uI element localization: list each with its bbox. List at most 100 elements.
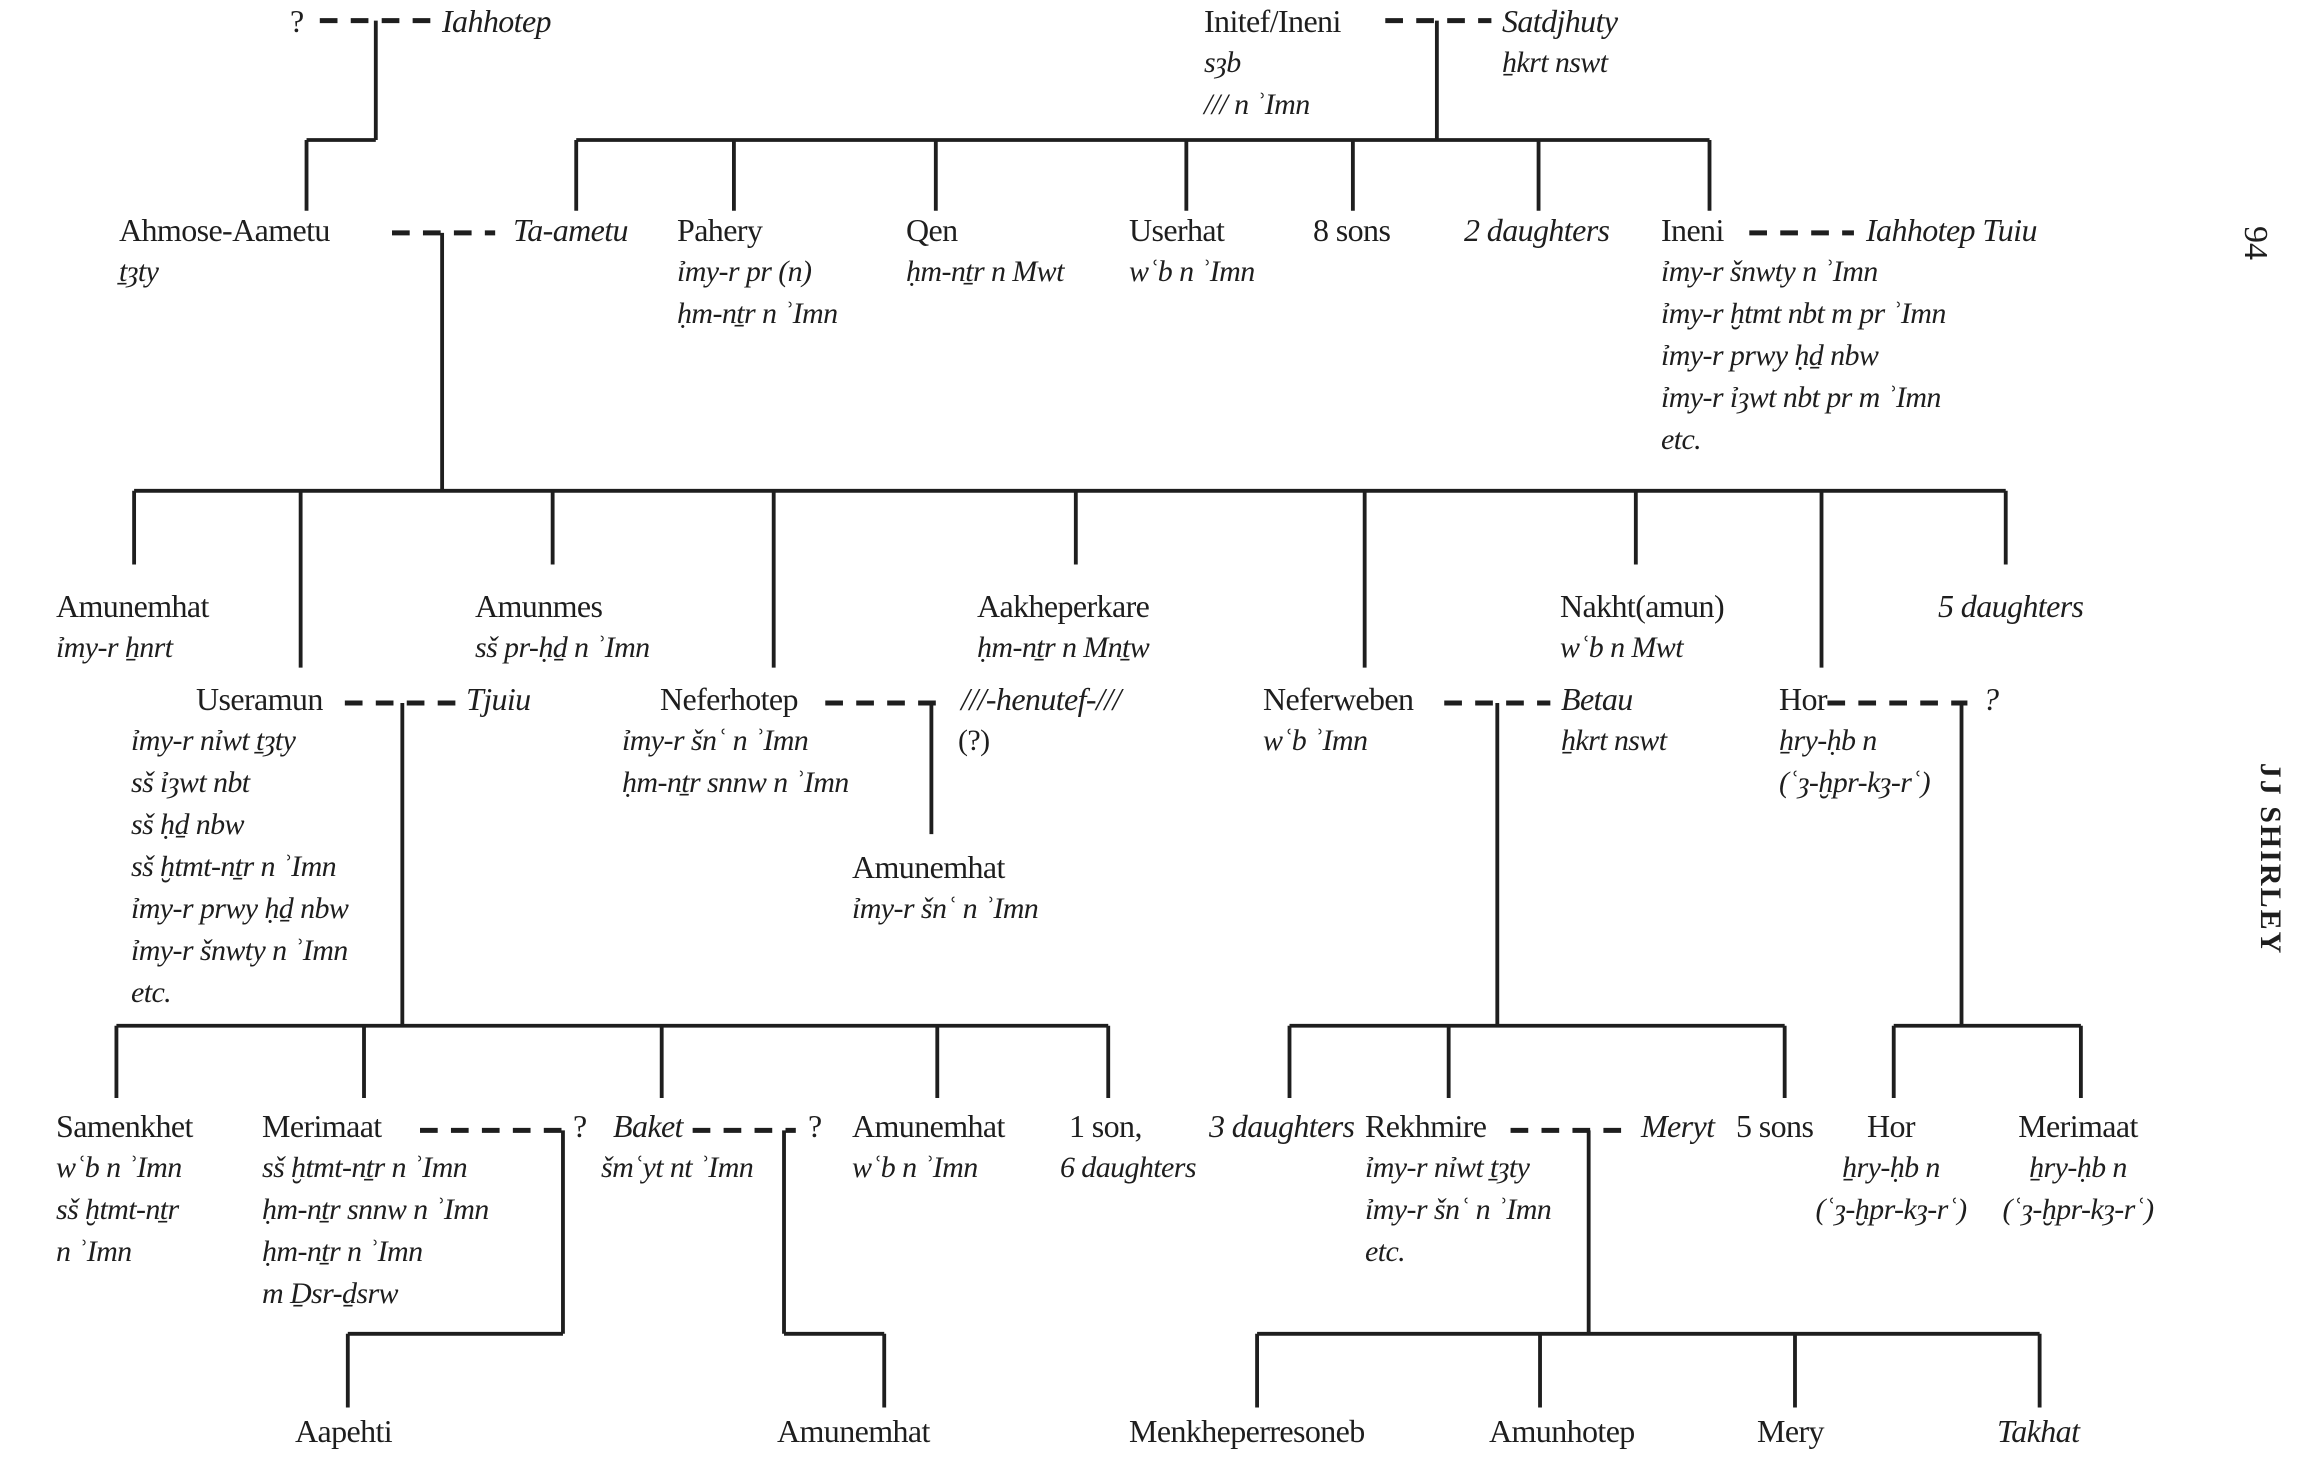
person-name: Neferweben [1263, 681, 1414, 717]
person-title: etc. [1661, 423, 1702, 456]
person-name: Hor [1779, 681, 1828, 717]
person-name: Amunemhat [852, 1108, 1005, 1144]
children-count: 1 son,6 daughters [1060, 1105, 1197, 1189]
person-title: 6 daughters [1060, 1151, 1197, 1184]
person-nakht-amun: Nakht(amun) wʿb n Mwt [1560, 585, 1725, 669]
person-title: wʿb n ʾImn [56, 1151, 182, 1184]
person-aapehti: Aapehti [295, 1410, 393, 1452]
person-ahmose-aametu: Ahmose-Aametu ṯȝty [119, 209, 330, 293]
person-baket-spouse: ? [808, 1105, 822, 1147]
daughters-count: 3 daughters [1209, 1105, 1355, 1147]
person-title: wʿb n ʾImn [1129, 255, 1255, 288]
person-title: ẖkrt nswt [1561, 724, 1667, 757]
person-unknown-father: ? [290, 0, 304, 42]
person-title: wʿb ʾImn [1263, 724, 1368, 757]
person-title: (ʿȝ-ḫpr-kȝ-rʿ) [1815, 1193, 1967, 1226]
person-name: Betau [1561, 681, 1633, 717]
sons-count: 5 sons [1736, 1105, 1814, 1147]
person-title: sš ḫtmt-nṯr n ʾImn [131, 850, 337, 883]
person-title: ẖry-ḥb n [1842, 1151, 1940, 1184]
person-name: ? [290, 3, 304, 39]
person-title: ỉmy-r šnʿ n ʾImn [852, 892, 1039, 925]
person-title: ỉmy-r prwy ḥḏ nbw [1661, 339, 1879, 372]
person-title: ỉmy-r šnʿ n ʾImn [622, 724, 809, 757]
person-name: 2 daughters [1464, 212, 1610, 248]
person-name: Aapehti [295, 1413, 393, 1449]
person-title: etc. [1365, 1235, 1406, 1268]
person-title: ỉmy-r prwy ḥḏ nbw [131, 892, 349, 925]
person-name: Aakheperkare [977, 588, 1150, 624]
person-name: Hor [1867, 1108, 1916, 1144]
person-title: ḥm-nṯr n Mwt [906, 255, 1064, 288]
person-name: Ineni [1661, 212, 1724, 248]
person-title: ỉmy-r šnʿ n ʾImn [1365, 1193, 1552, 1226]
person-name: Amunemhat [852, 849, 1005, 885]
running-head: JJ SHIRLEY [2254, 762, 2287, 956]
person-iahhotep: Iahhotep [442, 0, 552, 42]
sons-count: 8 sons [1313, 209, 1391, 251]
person-title: sš ḫtmt-nṯr [56, 1193, 179, 1226]
person-title: sȝb [1204, 46, 1241, 79]
person-amunhotep: Amunhotep [1489, 1410, 1635, 1452]
person-name: 8 sons [1313, 212, 1391, 248]
person-name: ? [573, 1108, 587, 1144]
person-amunemhat-son: Amunemhat ỉmy-r šnʿ n ʾImn [852, 846, 1039, 930]
person-title: sš ḥḏ nbw [131, 808, 245, 841]
person-title: etc. [131, 976, 172, 1009]
person-title: /// n ʾImn [1204, 88, 1310, 121]
person-name: Merimaat [262, 1108, 382, 1144]
person-name: Menkheperresoneb [1129, 1413, 1365, 1449]
person-betau: Betau ẖkrt nswt [1561, 678, 1667, 762]
person-title: ỉmy-r nỉwt ṯȝty [131, 724, 296, 757]
person-neferweben: Neferweben wʿb ʾImn [1263, 678, 1414, 762]
person-name: Nakht(amun) [1560, 588, 1725, 624]
person-takhat: Takhat [1997, 1410, 2080, 1452]
person-name: Amunmes [475, 588, 603, 624]
person-name: Samenkhet [56, 1108, 193, 1144]
person-name: ///-henutef-/// [961, 681, 1121, 717]
person-menkheperresoneb: Menkheperresoneb [1129, 1410, 1365, 1452]
person-name: Ahmose-Aametu [119, 212, 330, 248]
daughters-count: 5 daughters [1938, 585, 2084, 627]
person-title: m Ḏsr-ḏsrw [262, 1277, 399, 1310]
person-title: ỉmy-r ḫtmt nbt m pr ʾImn [1661, 297, 1946, 330]
person-name: Iahhotep [442, 3, 552, 39]
person-name: Qen [906, 212, 958, 248]
person-title: sš ỉȝwt nbt [131, 766, 250, 799]
person-tjuiu: Tjuiu [466, 678, 531, 720]
person-name: Merimaat [2018, 1108, 2138, 1144]
person-title: ẖry-ḥb n [1779, 724, 1877, 757]
person-title: wʿb n Mwt [1560, 631, 1684, 664]
daughters-count: 2 daughters [1464, 209, 1610, 251]
person-name: Amunhotep [1489, 1413, 1635, 1449]
person-merimaat-spouse: ? [573, 1105, 587, 1147]
page-number: 94 [2237, 226, 2274, 260]
person-title: ḥm-nṯr n Mnṯw [977, 631, 1150, 664]
person-title: ỉmy-r ỉȝwt nbt pr m ʾImn [1661, 381, 1941, 414]
person-qen: Qen ḥm-nṯr n Mwt [906, 209, 1064, 293]
person-title: (ʿȝ-ḫpr-kȝ-rʿ) [1779, 766, 1931, 799]
person-ta-ametu: Ta-ametu [513, 209, 629, 251]
person-aakheperkare: Aakheperkare ḥm-nṯr n Mnṯw [977, 585, 1150, 669]
person-title: ṯȝty [119, 255, 159, 288]
person-title: ẖkrt nswt [1502, 46, 1608, 79]
person-title: sš ḫtmt-nṯr n ʾImn [262, 1151, 468, 1184]
person-name: Takhat [1997, 1413, 2080, 1449]
person-name: Ta-ametu [513, 212, 629, 248]
person-meryt: Meryt [1641, 1105, 1715, 1147]
person-title: ẖry-ḥb n [2029, 1151, 2127, 1184]
person-name: Baket [613, 1108, 683, 1144]
person-title: ḥm-nṯr snnw n ʾImn [622, 766, 849, 799]
person-hor-spouse: ? [1983, 678, 1999, 720]
person-name: Iahhotep Tuiu [1866, 212, 2037, 248]
